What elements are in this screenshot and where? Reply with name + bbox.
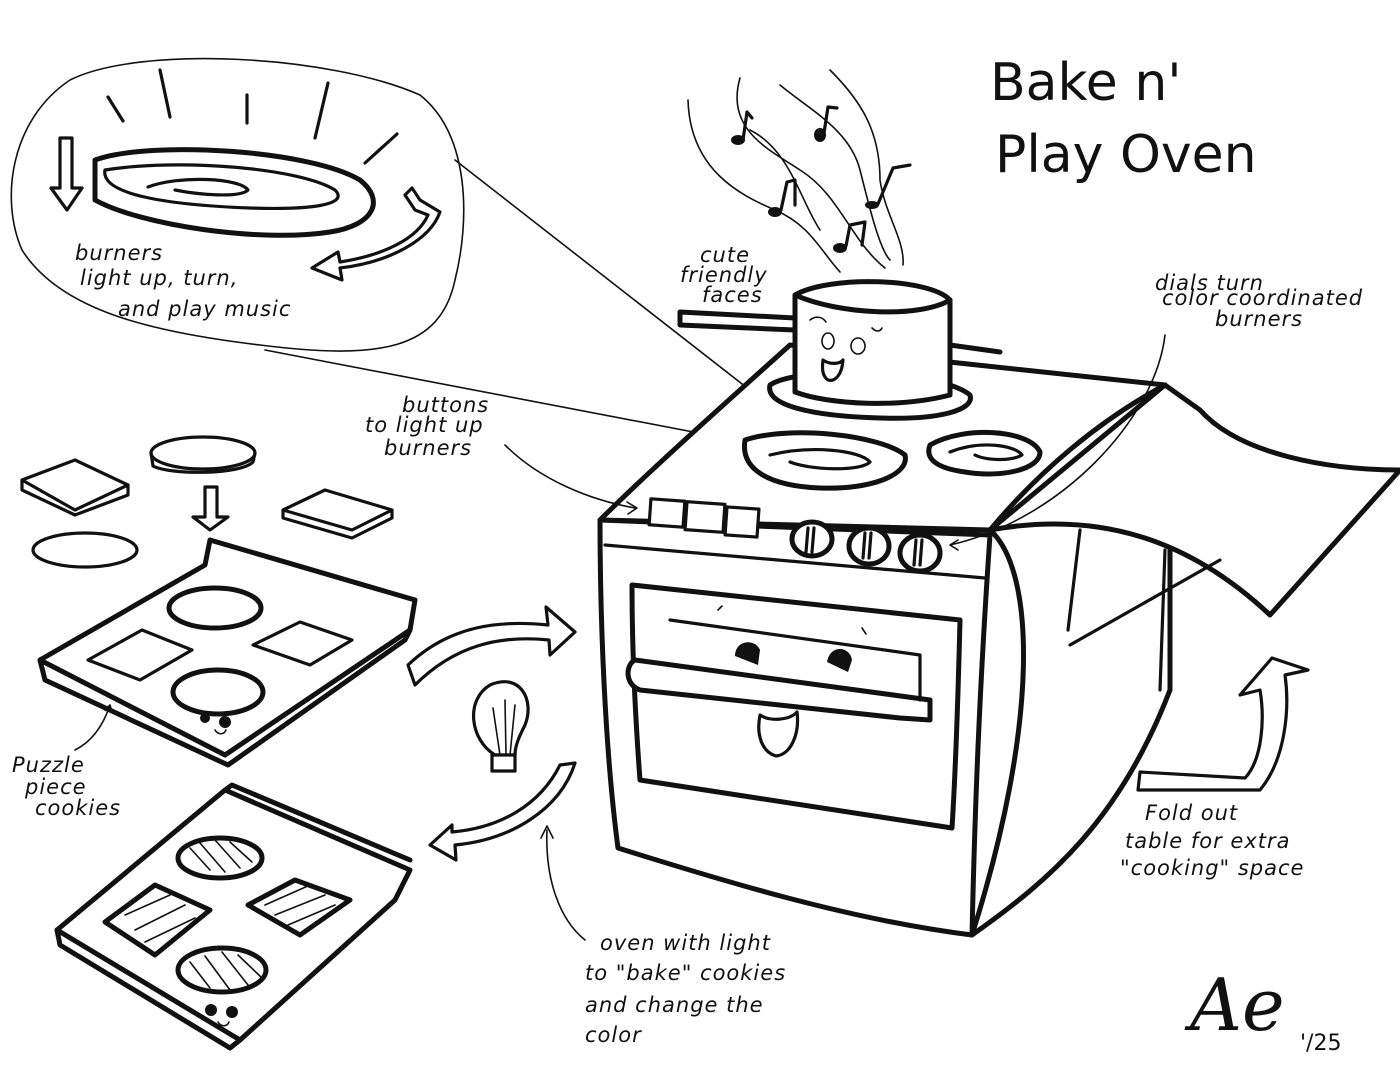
annotation-oven-light: oven with light to "bake" cookies and ch… bbox=[540, 825, 786, 1047]
title: Bake n' Play Oven bbox=[990, 53, 1257, 185]
baked-cookie-tray bbox=[54, 782, 413, 1051]
buttons-line-3: burners bbox=[384, 436, 472, 460]
tray-face bbox=[200, 713, 231, 735]
annotation-fold-out-table: Fold out table for extra "cooking" space bbox=[1120, 801, 1304, 880]
oven-light-line-1: oven with light bbox=[600, 931, 771, 955]
burner-callout-line-1: burners bbox=[75, 241, 163, 265]
fold-out-table[interactable] bbox=[987, 382, 1400, 692]
buttons-line-2: to light up bbox=[365, 413, 484, 437]
music-note-icon bbox=[865, 163, 912, 209]
puzzle-pointer bbox=[74, 704, 113, 751]
title-line-2: Play Oven bbox=[995, 125, 1257, 185]
tray-hole-circle-bottom bbox=[170, 667, 266, 717]
tray-hole-circle-top bbox=[166, 585, 264, 631]
dial-3[interactable] bbox=[897, 532, 943, 574]
annotation-buttons: buttons to light up burners bbox=[365, 393, 638, 515]
fold-out-line-1: Fold out bbox=[1145, 801, 1238, 825]
baked-cookie-circle-top bbox=[175, 835, 265, 881]
fold-up-arrow-icon bbox=[1136, 656, 1310, 792]
oven-light-pointer bbox=[540, 825, 586, 941]
tray-hole-square-right bbox=[251, 620, 354, 667]
burner-front-right bbox=[926, 429, 1043, 477]
cookie-piece-circle-2[interactable] bbox=[31, 531, 139, 569]
baked-cookie-square-right bbox=[245, 877, 353, 938]
pot bbox=[677, 279, 1003, 406]
cute-faces-line-3: faces bbox=[702, 283, 763, 307]
baked-cookie-circle-bottom bbox=[175, 945, 269, 995]
dials-line-2: color coordinated bbox=[1162, 286, 1363, 310]
oven-light-line-3: and change the bbox=[585, 993, 764, 1017]
dials-pointer bbox=[949, 334, 1166, 551]
callout-outline bbox=[10, 57, 465, 352]
tray-top bbox=[37, 537, 418, 758]
music-note-icon bbox=[768, 178, 797, 217]
music-note-icon bbox=[814, 105, 839, 142]
burner-front-left bbox=[741, 430, 908, 491]
puzzle-label-line-1: Puzzle bbox=[12, 753, 85, 777]
title-line-1: Bake n' bbox=[990, 53, 1182, 113]
oven-door-handle[interactable] bbox=[625, 657, 933, 723]
callout-connector-top bbox=[454, 159, 779, 413]
burner-buttons bbox=[647, 497, 761, 539]
toy-oven bbox=[597, 279, 1400, 938]
music-waves bbox=[687, 69, 904, 273]
annotation-cute-faces: cute friendly faces bbox=[680, 243, 768, 307]
cycle-arrow-bottom-icon bbox=[428, 761, 577, 862]
burner-callout-line-2: light up, turn, bbox=[80, 266, 238, 290]
light-bulb-icon bbox=[472, 680, 530, 773]
burner-button-1[interactable] bbox=[647, 497, 687, 529]
cookie-piece-circle-1[interactable] bbox=[149, 435, 257, 474]
dial-1[interactable] bbox=[789, 519, 835, 559]
puzzle-label-line-2: piece bbox=[24, 775, 87, 799]
baked-tray-face bbox=[205, 1004, 238, 1027]
annotation-dials: dials turn color coordinated burners bbox=[949, 271, 1363, 551]
puzzle-label-line-3: cookies bbox=[35, 796, 121, 820]
burner-button-2[interactable] bbox=[683, 500, 727, 534]
burner-callout-bubble: burners light up, turn, and play music bbox=[10, 57, 779, 441]
signature-date: '/25 bbox=[1300, 1031, 1341, 1056]
baked-cookie-square-left bbox=[102, 882, 213, 958]
cute-faces-line-1: cute bbox=[700, 243, 750, 267]
dials-line-3: burners bbox=[1215, 307, 1303, 331]
callout-connector-bottom bbox=[264, 349, 736, 441]
music-note-icon bbox=[833, 220, 867, 253]
dials-line-1: dials turn bbox=[1155, 271, 1264, 295]
burner-callout-line-3: and play music bbox=[118, 297, 291, 321]
cookie-piece-square-2[interactable] bbox=[281, 488, 394, 540]
drop-arrow-icon bbox=[191, 485, 230, 532]
cycle-arrow-top-icon bbox=[406, 605, 577, 687]
pot-face bbox=[809, 316, 883, 382]
fold-out-line-3: "cooking" space bbox=[1120, 856, 1304, 880]
burner-button-3[interactable] bbox=[723, 505, 761, 539]
music-notes-icon bbox=[731, 105, 912, 253]
oven-light-line-2: to "bake" cookies bbox=[585, 961, 786, 985]
music-note-icon bbox=[731, 110, 754, 145]
cute-faces-line-2: friendly bbox=[680, 263, 768, 287]
oven-face bbox=[717, 605, 867, 758]
buttons-pointer bbox=[504, 444, 638, 515]
light-rays-icon bbox=[106, 68, 399, 165]
stovetop bbox=[597, 342, 1168, 533]
down-arrow-icon bbox=[49, 136, 84, 212]
puzzle-cookie-tray: Puzzle piece cookies bbox=[12, 435, 418, 820]
burner-icon bbox=[92, 147, 376, 238]
signature-initials: Ae bbox=[1184, 963, 1285, 1047]
fold-out-line-2: table for extra bbox=[1125, 829, 1291, 853]
rotate-arrow-icon bbox=[310, 186, 442, 282]
pot-handle bbox=[677, 309, 798, 333]
burner-dials bbox=[789, 519, 943, 574]
cookie-piece-square-1[interactable] bbox=[20, 458, 130, 517]
dial-2[interactable] bbox=[846, 525, 892, 567]
tray-hole-square-left bbox=[86, 628, 194, 682]
artist-signature: Ae '/25 bbox=[1184, 963, 1341, 1056]
buttons-line-1: buttons bbox=[402, 393, 489, 417]
oven-light-line-4: color bbox=[585, 1023, 642, 1047]
